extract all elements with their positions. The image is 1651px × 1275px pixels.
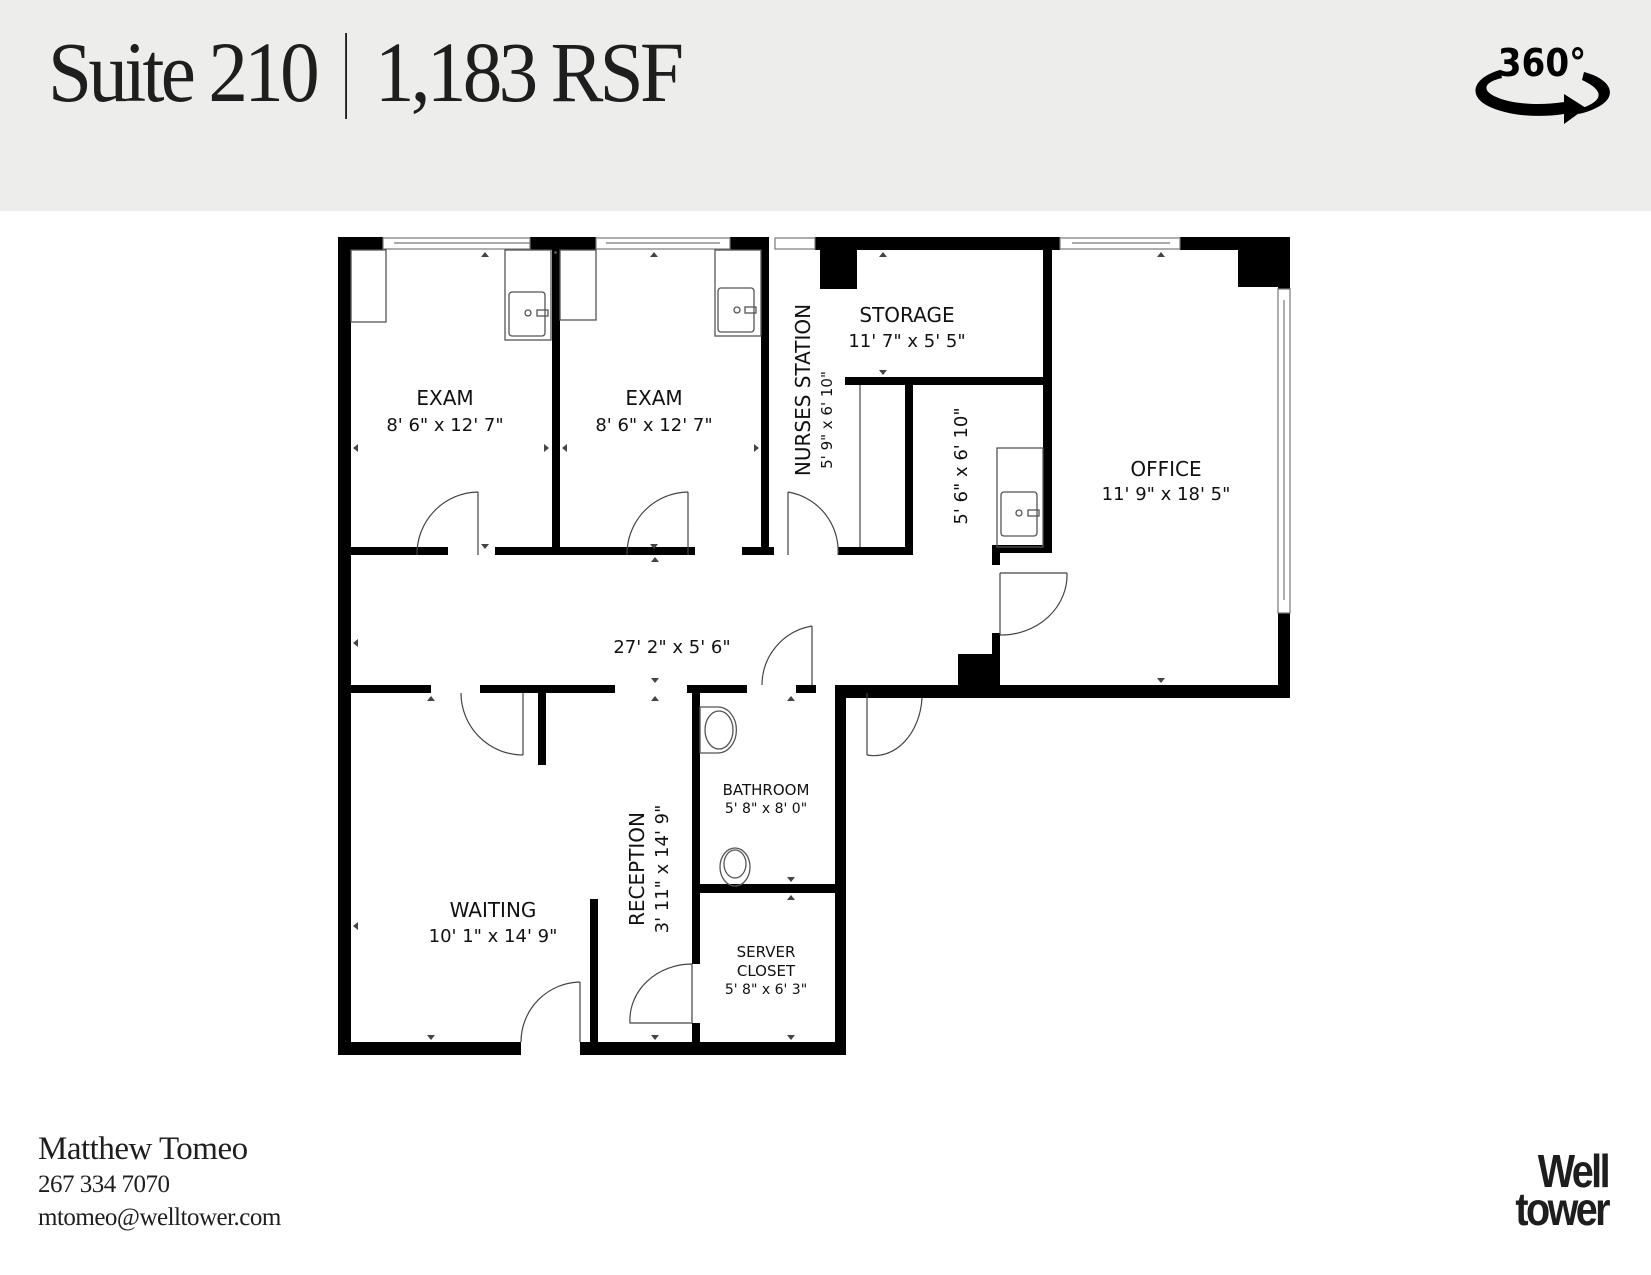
suite-area: 1,183 RSF [374, 24, 684, 120]
room-reception: RECEPTION 3' 11" x 14' 9" [625, 805, 673, 934]
svg-text:SERVER: SERVER [737, 943, 796, 961]
logo-line-2: tower [1515, 1183, 1610, 1235]
header-banner: Suite 210 1,183 RSF 360° [0, 0, 1651, 211]
logo-line-1: Well [1537, 1145, 1611, 1197]
svg-text:10' 1" x 14' 9": 10' 1" x 14' 9" [429, 926, 558, 947]
svg-text:5' 9" x 6' 10": 5' 9" x 6' 10" [818, 371, 836, 469]
svg-text:NURSES STATION: NURSES STATION [791, 304, 815, 476]
svg-text:WAITING: WAITING [450, 898, 537, 922]
room-labels: EXAM 8' 6" x 12' 7" EXAM 8' 6" x 12' 7" … [386, 303, 1230, 998]
welltower-logo: Well tower [1513, 1145, 1611, 1235]
contact-email[interactable]: mtomeo@welltower.com [38, 1204, 281, 1231]
room-washroom: 5' 6" x 6' 10" [951, 407, 972, 524]
contact-block: Matthew Tomeo 267 334 7070 mtomeo@wellto… [38, 1130, 281, 1234]
fixtures [350, 249, 1044, 887]
room-exam-2: EXAM 8' 6" x 12' 7" [595, 386, 712, 436]
360-label: 360° [1498, 41, 1586, 85]
room-server-closet: SERVER CLOSET 5' 8" x 6' 3" [725, 943, 807, 998]
room-nurses-station: NURSES STATION 5' 9" x 6' 10" [791, 304, 836, 476]
svg-text:11' 7" x 5' 5": 11' 7" x 5' 5" [848, 331, 965, 352]
svg-text:EXAM: EXAM [416, 386, 473, 410]
contact-phone[interactable]: 267 334 7070 [38, 1171, 170, 1198]
windows [382, 237, 1291, 614]
svg-text:5' 8" x 6' 3": 5' 8" x 6' 3" [725, 982, 807, 998]
room-bathroom: BATHROOM 5' 8" x 8' 0" [723, 781, 810, 817]
walls [338, 237, 1290, 1055]
svg-text:OFFICE: OFFICE [1130, 457, 1201, 481]
360-rotation-icon[interactable]: 360° [1468, 38, 1618, 134]
room-corridor: 27' 2" x 5' 6" [613, 637, 730, 658]
room-storage: STORAGE 11' 7" x 5' 5" [848, 303, 965, 352]
svg-text:3' 11" x 14' 9": 3' 11" x 14' 9" [652, 805, 673, 934]
room-exam-1: EXAM 8' 6" x 12' 7" [386, 386, 503, 436]
title-divider [345, 33, 348, 119]
room-office: OFFICE 11' 9" x 18' 5" [1102, 457, 1231, 505]
svg-text:EXAM: EXAM [625, 386, 682, 410]
doors [416, 491, 1068, 1043]
dimension-markers [353, 252, 1165, 1040]
svg-text:BATHROOM: BATHROOM [723, 781, 810, 799]
suite-number: Suite 210 [48, 24, 320, 120]
svg-text:CLOSET: CLOSET [737, 962, 796, 980]
svg-text:RECEPTION: RECEPTION [625, 812, 649, 926]
svg-text:8' 6" x 12' 7": 8' 6" x 12' 7" [595, 415, 712, 436]
svg-text:5' 6" x 6' 10": 5' 6" x 6' 10" [951, 407, 972, 524]
svg-text:27' 2" x 5' 6": 27' 2" x 5' 6" [613, 637, 730, 658]
svg-text:5' 8" x 8' 0": 5' 8" x 8' 0" [725, 801, 807, 817]
svg-text:11' 9" x 18' 5": 11' 9" x 18' 5" [1102, 484, 1231, 505]
page-title: Suite 210 1,183 RSF [48, 22, 684, 122]
svg-text:STORAGE: STORAGE [859, 303, 954, 327]
contact-name: Matthew Tomeo [38, 1131, 248, 1167]
room-waiting: WAITING 10' 1" x 14' 9" [429, 898, 558, 947]
svg-text:8' 6" x 12' 7": 8' 6" x 12' 7" [386, 415, 503, 436]
